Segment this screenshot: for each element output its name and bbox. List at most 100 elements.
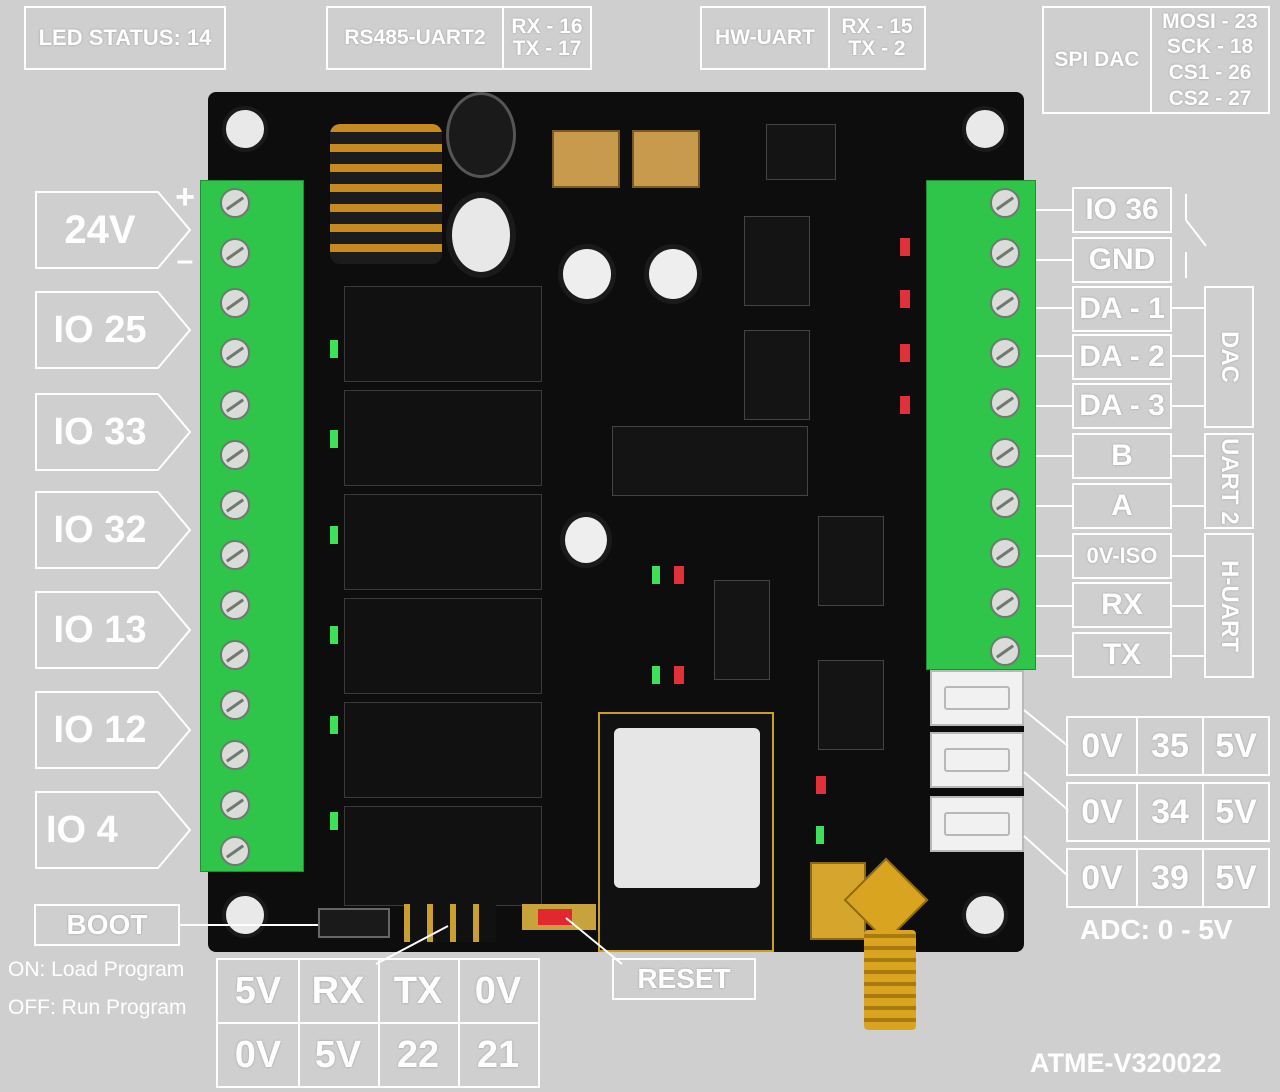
ic-chip [612, 426, 808, 496]
boot-switch[interactable] [318, 908, 390, 938]
spi-dac-label: SPI DAC MOSI - 23 SCK - 18 CS1 - 26 CS2 … [1042, 6, 1270, 114]
mounting-hole-br [962, 892, 1008, 938]
reset-label: RESET [612, 958, 756, 1000]
boot-label-text: BOOT [66, 909, 148, 940]
relay [344, 598, 542, 694]
reset-button-cap[interactable] [538, 909, 572, 925]
ic-chip [818, 516, 884, 606]
capacitor-icon [446, 192, 516, 278]
divider [828, 8, 830, 68]
right-label-tx-text: TX [1102, 638, 1142, 671]
leader-line [1036, 405, 1072, 407]
led-green [652, 566, 660, 584]
leader-line [1036, 505, 1072, 507]
bracket-line [1172, 455, 1206, 457]
screw-icon [220, 188, 250, 218]
screw-icon [220, 790, 250, 820]
io-13-label: IO 13 [53, 608, 147, 651]
right-label-0v-iso: 0V-ISO [1072, 533, 1172, 579]
right-label-da3-text: DA - 3 [1079, 389, 1165, 422]
io-32-label: IO 32 [53, 508, 147, 551]
uart2-group-label: UART 2 [1204, 433, 1254, 529]
screw-icon [990, 238, 1020, 268]
led-red [816, 776, 826, 794]
right-label-gnd-text: GND [1088, 243, 1156, 276]
capacitor-icon [644, 244, 702, 304]
boot-label: BOOT [34, 904, 180, 946]
relay [344, 806, 542, 906]
screw-icon [990, 488, 1020, 518]
screw-icon [220, 836, 250, 866]
spi-cs1: CS1 - 26 [1168, 61, 1252, 84]
divider [1202, 718, 1204, 774]
adc-gnd: 0V [1081, 792, 1123, 831]
leader-line [1036, 655, 1072, 657]
adc-row-35: 0V 35 5V [1066, 716, 1270, 776]
leader-line [1036, 307, 1072, 309]
divider [1136, 784, 1138, 840]
bracket-line [1172, 655, 1206, 657]
dac-group-text: DAC [1216, 331, 1243, 383]
spi-dac-name: SPI DAC [1054, 48, 1140, 71]
power-24v-label: 24V [64, 207, 136, 252]
adc-pin: 35 [1151, 726, 1189, 765]
arrow-io25 [35, 291, 192, 369]
divider [458, 960, 460, 1086]
dac-group-label: DAC [1204, 286, 1254, 428]
leader-line [1036, 209, 1072, 211]
rs485-tx: TX - 17 [512, 37, 582, 60]
io-4-label: IO 4 [46, 808, 118, 851]
leader-line [1036, 605, 1072, 607]
relay [344, 494, 542, 590]
arrow-io12 [35, 691, 192, 769]
adc-row-39: 0V 39 5V [1066, 848, 1270, 908]
right-label-a: A [1072, 483, 1172, 529]
rs485-pins: RX - 16 TX - 17 [504, 8, 590, 68]
bracket-line [1172, 355, 1206, 357]
adc-range-label: ADC: 0 - 5V [1080, 914, 1233, 945]
led-red [674, 666, 684, 684]
screw-icon [990, 636, 1020, 666]
right-label-rx-text: RX [1101, 588, 1143, 621]
inductor-icon [552, 130, 620, 188]
bracket-line [1172, 555, 1206, 557]
spi-mosi: MOSI - 23 [1162, 9, 1258, 33]
screw-icon [990, 338, 1020, 368]
rs485-name: RS485-UART2 [344, 26, 486, 49]
right-label-gnd: GND [1072, 237, 1172, 283]
io-12-label: IO 12 [53, 708, 147, 751]
right-terminal-block [926, 180, 1036, 670]
led-green [330, 340, 338, 358]
right-label-b-text: B [1111, 439, 1133, 472]
adc-row-34: 0V 34 5V [1066, 782, 1270, 842]
huart-group-text: H-UART [1216, 559, 1243, 652]
esp32-shield [614, 728, 760, 888]
led-red [674, 566, 684, 584]
right-label-da1: DA - 1 [1072, 286, 1172, 332]
screw-icon [220, 288, 250, 318]
ic-chip [744, 216, 810, 306]
divider [1136, 850, 1138, 906]
io-25-label: IO 25 [53, 308, 147, 351]
ic-chip [714, 580, 770, 680]
screw-icon [220, 440, 250, 470]
screw-icon [220, 338, 250, 368]
screw-icon [990, 288, 1020, 318]
led-red [900, 290, 910, 308]
led-green [816, 826, 824, 844]
reset-label-text: RESET [637, 963, 731, 994]
right-label-da1-text: DA - 1 [1079, 292, 1165, 325]
boot-on-note: ON: Load Program [8, 958, 185, 981]
bracket-line [1172, 505, 1206, 507]
led-red [900, 344, 910, 362]
divider [1136, 718, 1138, 774]
right-label-da2: DA - 2 [1072, 334, 1172, 380]
screw-icon [220, 390, 250, 420]
header-pin-5v-2: 5V [314, 1033, 362, 1076]
huart-group-label: H-UART [1204, 533, 1254, 678]
adc-gnd: 0V [1081, 858, 1123, 897]
minus-sign: – [176, 244, 194, 277]
screw-icon [990, 188, 1020, 218]
led-green [330, 626, 338, 644]
rs485-rx: RX - 16 [511, 14, 583, 38]
